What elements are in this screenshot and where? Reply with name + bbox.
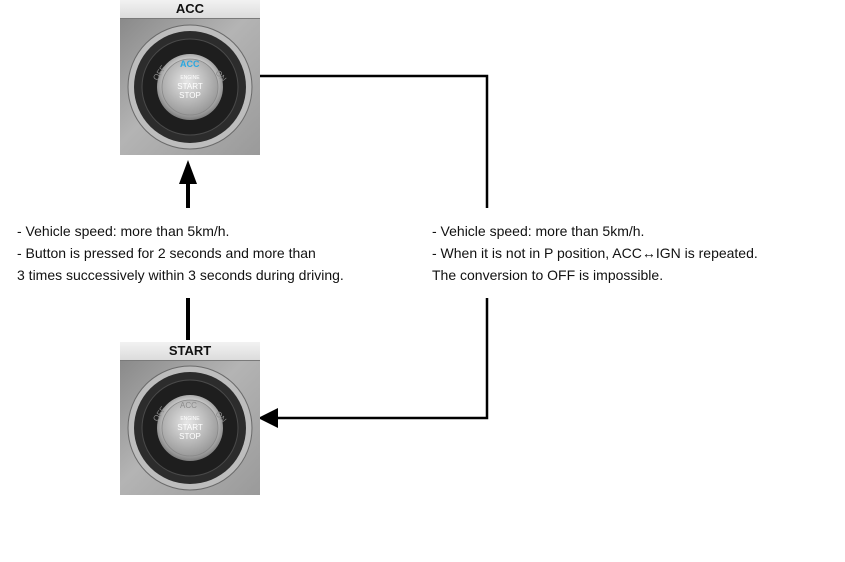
path-right-to-start — [276, 298, 489, 420]
start-button-text-line1: ENGINE — [180, 416, 200, 422]
engine-start-stop-button-icon: OFF ACC ON ENGINE START STOP — [127, 24, 253, 150]
start-panel-title: START — [120, 342, 260, 360]
note-line: - Vehicle speed: more than 5km/h. — [17, 223, 230, 239]
condition-note-acc-to-start: - Vehicle speed: more than 5km/h. - When… — [432, 220, 758, 286]
start-button-image: OFF ACC ON ENGINE START STOP — [120, 360, 260, 495]
start-ring-label-acc: ACC — [180, 401, 197, 410]
note-line: - Button is pressed for 2 seconds and mo… — [17, 245, 316, 261]
note-line: - Vehicle speed: more than 5km/h. — [432, 223, 645, 239]
note-line: The conversion to OFF is impossible. — [432, 267, 664, 283]
start-button-text-line2: START — [177, 423, 203, 432]
acc-button-text-line3: STOP — [179, 91, 201, 100]
acc-button-text-line2: START — [177, 82, 203, 91]
arrow-up-head — [179, 160, 197, 184]
acc-ring-label-acc: ACC — [180, 59, 200, 69]
start-button-text-line3: STOP — [179, 432, 201, 441]
acc-state-panel: ACC OFF ACC ON ENGI — [120, 0, 260, 155]
engine-start-stop-button-icon: OFF ACC ON ENGINE START STOP — [127, 365, 253, 491]
arrow-left-head — [258, 408, 278, 428]
condition-note-start-to-acc: - Vehicle speed: more than 5km/h. - Butt… — [17, 220, 344, 286]
start-state-panel: START OFF ACC ON ENGINE — [120, 342, 260, 495]
note-line: - When it is not in P position, ACC↔IGN … — [432, 245, 758, 261]
note-line: 3 times successively within 3 seconds du… — [17, 267, 344, 283]
acc-button-text-line1: ENGINE — [180, 75, 200, 81]
acc-button-image: OFF ACC ON ENGINE START STOP — [120, 18, 260, 155]
acc-panel-title: ACC — [120, 0, 260, 18]
path-acc-to-right — [260, 74, 489, 208]
